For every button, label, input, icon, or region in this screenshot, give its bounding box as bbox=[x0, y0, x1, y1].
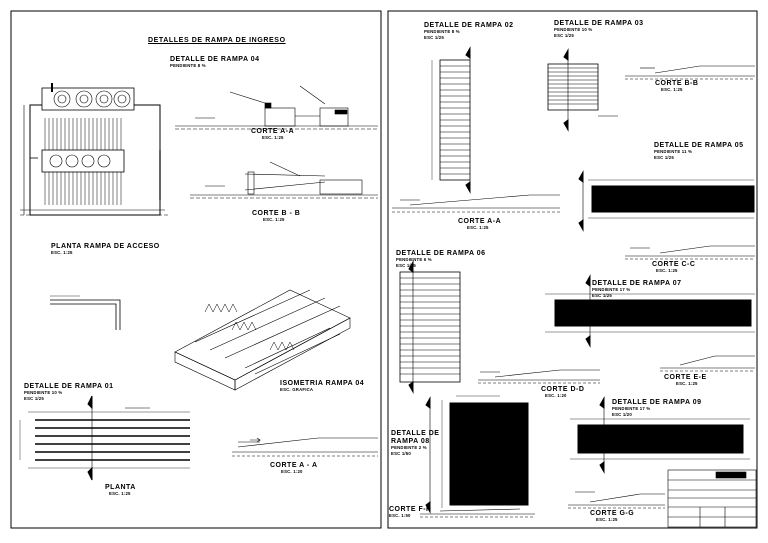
r01-corte-scale: ESC. 1:20 bbox=[281, 469, 303, 474]
corte-bb-right bbox=[625, 65, 755, 80]
corte-cc bbox=[625, 245, 755, 260]
left-sheet-border bbox=[10, 10, 382, 529]
r01-planta-scale: ESC. 1:25 bbox=[109, 491, 131, 496]
r02-title: DETALLE DE RAMPA 02 bbox=[424, 22, 514, 29]
corte-dd bbox=[478, 369, 600, 384]
sheet-title: DETALLES DE RAMPA DE INGRESO bbox=[148, 37, 286, 44]
rampa-07-planta bbox=[545, 274, 755, 348]
corte-ee-title: CORTE E-E bbox=[664, 374, 707, 381]
corte-bb-right-scale: ESC. 1:25 bbox=[661, 87, 683, 92]
r01-slope: PENDIENTE 10 % bbox=[24, 390, 63, 395]
right-sheet-border bbox=[387, 10, 758, 529]
r02-scale: ESC 1/25 bbox=[424, 35, 444, 40]
r09-slope: PENDIENTE 17 % bbox=[612, 406, 651, 411]
corte-aa-left bbox=[175, 85, 378, 130]
rampa-03-planta bbox=[547, 48, 618, 132]
r05-title: DETALLE DE RAMPA 05 bbox=[654, 142, 744, 149]
r02-slope: PENDIENTE 8 % bbox=[424, 29, 460, 34]
iso-title: ISOMETRIA RAMPA 04 bbox=[280, 380, 365, 387]
r08-scale: ESC 1/50 bbox=[391, 451, 411, 456]
rampa-06-planta bbox=[399, 260, 461, 394]
corte-ee bbox=[660, 355, 755, 372]
corte-ff-title: CORTE F-F bbox=[389, 506, 431, 513]
r03-slope: PENDIENTE 10 % bbox=[554, 27, 593, 32]
detalle-pasamanos bbox=[50, 295, 121, 330]
corte-dd-title: CORTE D-D bbox=[541, 386, 585, 393]
planta-scale: ESC. 1:25 bbox=[51, 250, 73, 255]
corte-ee-scale: ESC. 1:25 bbox=[676, 381, 698, 386]
title-block bbox=[667, 469, 757, 528]
r05-slope: PENDIENTE 11 % bbox=[654, 149, 693, 154]
r07-scale: ESC 1/25 bbox=[592, 293, 612, 298]
planta-title: PLANTA RAMPA DE ACCESO bbox=[51, 243, 160, 250]
r04-title: DETALLE DE RAMPA 04 bbox=[170, 56, 260, 63]
r02-corte-title: CORTE A-A bbox=[458, 218, 502, 225]
r03-title: DETALLE DE RAMPA 03 bbox=[554, 20, 644, 27]
isometria-rampa-04 bbox=[174, 289, 351, 391]
planta-rampa-04 bbox=[20, 83, 170, 216]
r01-corte-title: CORTE A - A bbox=[270, 462, 318, 469]
corte-aa-left-title: CORTE A-A bbox=[251, 128, 295, 135]
corte-cc-scale: ESC. 1:25 bbox=[656, 268, 678, 273]
corte-ff-scale: ESC. 1:50 bbox=[389, 513, 411, 518]
r02-corte-scale: ESC. 1:25 bbox=[467, 225, 489, 230]
r06-scale: ESC 1/25 bbox=[396, 263, 416, 268]
r04-slope: PENDIENTE 8 % bbox=[170, 63, 206, 68]
r09-title: DETALLE DE RAMPA 09 bbox=[612, 399, 702, 406]
r06-title: DETALLE DE RAMPA 06 bbox=[396, 250, 486, 257]
r08-title-line1: DETALLE DE bbox=[391, 430, 440, 437]
corte-ff bbox=[420, 508, 535, 518]
r03-scale: ESC 1/25 bbox=[554, 33, 574, 38]
r08-slope: PENDIENTE 2 % bbox=[391, 445, 427, 450]
r01-title: DETALLE DE RAMPA 01 bbox=[24, 383, 114, 390]
rampa-02-corte bbox=[392, 194, 560, 213]
rampa-01-planta bbox=[19, 395, 190, 481]
corte-dd-scale: ESC. 1:20 bbox=[545, 393, 567, 398]
rampa-05-planta bbox=[578, 170, 755, 232]
r07-title: DETALLE DE RAMPA 07 bbox=[592, 280, 682, 287]
r07-slope: PENDIENTE 17 % bbox=[592, 287, 631, 292]
r01-planta-title: PLANTA bbox=[105, 484, 136, 491]
corte-bb-left bbox=[190, 161, 378, 199]
rampa-08-planta bbox=[425, 395, 529, 514]
r05-scale: ESC 1/25 bbox=[654, 155, 674, 160]
iso-scale: ESC. GRAFICA bbox=[280, 387, 314, 392]
r09-scale: ESC 1/20 bbox=[612, 412, 632, 417]
corte-cc-title: CORTE C-C bbox=[652, 261, 696, 268]
r06-slope: PENDIENTE 6 % bbox=[396, 257, 432, 262]
r01-scale: ESC 1/25 bbox=[24, 396, 44, 401]
rampa-01-corte bbox=[232, 437, 378, 457]
rampa-09-planta bbox=[570, 396, 750, 474]
corte-gg-scale: ESC. 1:25 bbox=[596, 517, 618, 522]
r08-title-line2: RAMPA 08 bbox=[391, 438, 430, 445]
corte-bb-left-scale: ESC. 1:25 bbox=[263, 217, 285, 222]
corte-gg bbox=[568, 491, 665, 509]
corte-aa-left-scale: ESC. 1:25 bbox=[262, 135, 284, 140]
corte-bb-right-title: CORTE B-B bbox=[655, 80, 699, 87]
rampa-02-planta bbox=[431, 46, 471, 194]
corte-gg-title: CORTE G-G bbox=[590, 510, 635, 517]
corte-bb-left-title: CORTE B - B bbox=[252, 210, 301, 217]
